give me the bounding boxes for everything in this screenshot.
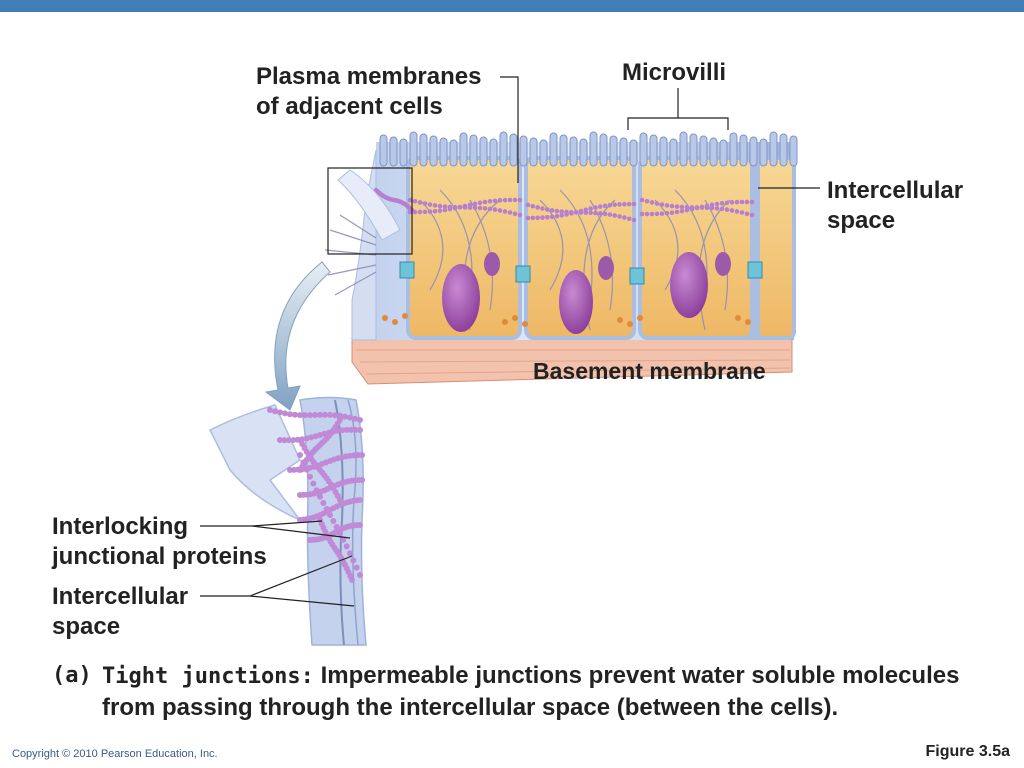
figure-number: Figure 3.5a: [925, 743, 1010, 760]
cell-4: [756, 156, 796, 340]
label-intercellular-space-top: Intercellular space: [827, 176, 963, 236]
label-intercellular-space-bottom: Intercellular space: [52, 582, 188, 642]
label-interlocking-line1: Interlocking: [52, 513, 189, 540]
intercellular-bottom-leader: [200, 555, 355, 607]
junction-markers: [382, 261, 763, 327]
label-ics-bottom-line2: space: [52, 613, 121, 640]
microvilli-group: [379, 131, 798, 167]
caption-line-1: Tight junctions: Impermeable junctions p…: [102, 660, 1017, 692]
label-ics-top-line1: Intercellular: [827, 177, 964, 204]
nuclei: [442, 252, 731, 334]
label-plasma-membranes: Plasma membranes of adjacent cells: [256, 62, 481, 122]
label-ics-bottom-line1: Intercellular: [52, 583, 189, 610]
epithelial-cell-block: [351, 142, 796, 341]
caption-term: Tight junctions:: [102, 664, 314, 689]
plasma-membrane-leader: [500, 76, 519, 183]
label-interlocking-proteins: Interlocking junctional proteins: [52, 512, 267, 572]
junctional-protein-strands: [373, 187, 755, 223]
inset-membrane-flap: [337, 169, 401, 241]
label-ics-top-line2: space: [827, 207, 896, 234]
caption-letter: (a): [52, 663, 92, 688]
leader-lines: [200, 76, 820, 607]
label-plasma-line1: Plasma membranes: [256, 63, 482, 90]
interlocking-protein-beads: [267, 407, 365, 583]
interlocking-leader: [200, 520, 351, 539]
nucleus-1: [442, 264, 480, 332]
header-bar: [0, 0, 1024, 12]
label-basement-membrane: Basement membrane: [533, 358, 766, 384]
microvilli-bracket: [627, 88, 729, 130]
nucleus-2: [559, 270, 593, 334]
copyright-notice: Copyright © 2010 Pearson Education, Inc.: [12, 748, 218, 760]
label-microvilli: Microvilli: [622, 59, 727, 86]
caption-line1-rest: Impermeable junctions prevent water solu…: [313, 662, 960, 689]
cytoskeleton-filaments: [324, 189, 731, 331]
nucleus-3: [670, 252, 708, 318]
caption-text: Tight junctions: Impermeable junctions p…: [102, 660, 1017, 723]
label-plasma-line2: of adjacent cells: [256, 93, 443, 120]
zoom-arrow: [264, 261, 331, 411]
caption-line-2: from passing through the intercellular s…: [102, 694, 839, 721]
label-interlocking-line2: junctional proteins: [52, 543, 267, 570]
inset-box: [327, 167, 413, 255]
